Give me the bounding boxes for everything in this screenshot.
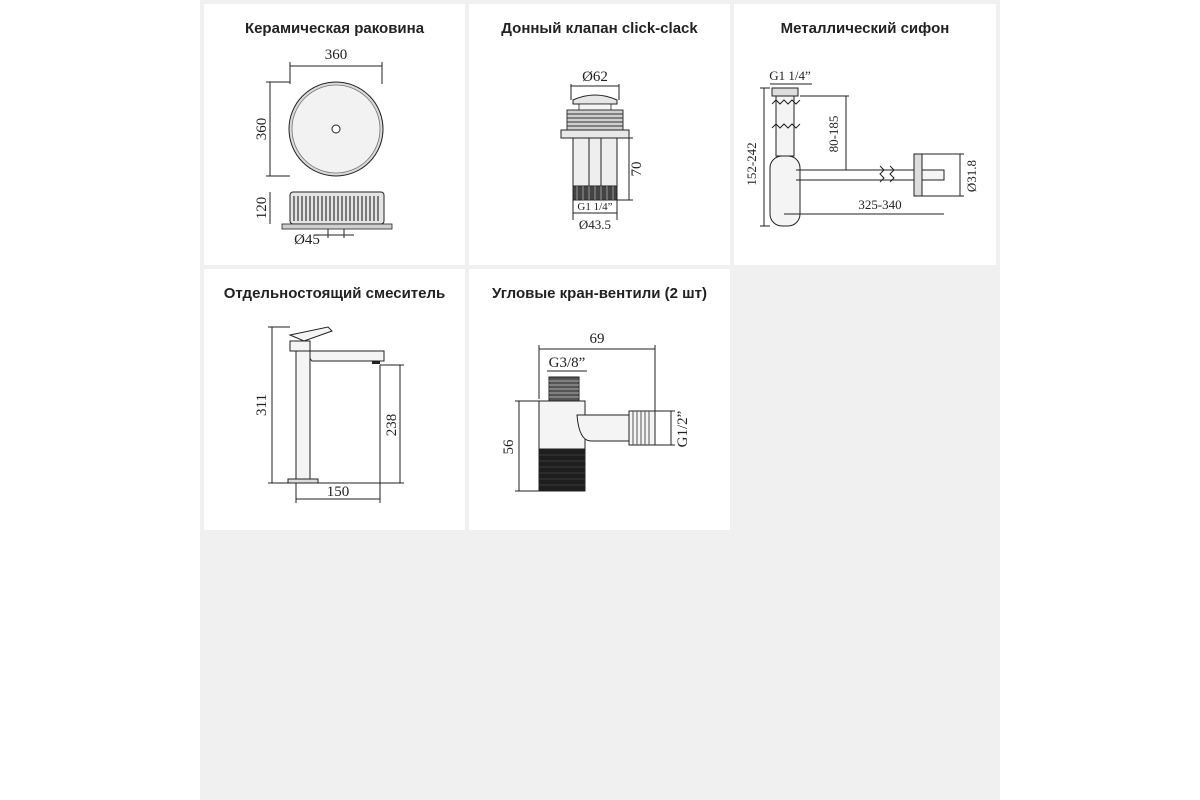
faucet-handle-base bbox=[289, 340, 311, 352]
dim-bottom-dia: Ø43.5 bbox=[579, 217, 611, 232]
dim-in-thread: G3/8” bbox=[549, 355, 586, 371]
dim-length: 69 bbox=[590, 331, 605, 347]
dim-length: 325-340 bbox=[858, 197, 901, 212]
dim-height: 360 bbox=[254, 118, 270, 141]
valve-cap bbox=[572, 94, 618, 105]
valve-body bbox=[538, 400, 586, 450]
dim-thread: G1 1/4” bbox=[769, 68, 811, 83]
inlet-nut bbox=[771, 87, 799, 97]
dim-width: 360 bbox=[325, 47, 348, 63]
dim-spout-height: 238 bbox=[384, 414, 400, 437]
dim-height: 311 bbox=[254, 394, 270, 416]
siphon-drawing: G1 1/4” 80-185 152-242 325-340 bbox=[744, 68, 979, 227]
dim-out-thread: G1/2” bbox=[675, 411, 691, 448]
break-mark bbox=[771, 99, 801, 105]
wall-flange bbox=[913, 153, 923, 197]
dim-height: 56 bbox=[501, 439, 517, 455]
outlet-pipe bbox=[796, 169, 914, 181]
dim-thread: G1 1/4” bbox=[577, 201, 612, 213]
faucet-lever bbox=[288, 326, 333, 342]
dim-pipe-dia: Ø31.8 bbox=[964, 160, 979, 192]
valve-body bbox=[572, 137, 618, 187]
bowl-base bbox=[281, 223, 393, 230]
card-faucet: Отдельностоящий смеситель 311 238 150 bbox=[204, 269, 465, 530]
card-angle-valves: Угловые кран-вентили (2 шт) 69 G3/8” bbox=[469, 269, 730, 530]
dim-total: 152-242 bbox=[744, 142, 759, 185]
dim-reach: 150 bbox=[327, 484, 350, 500]
faucet-base bbox=[287, 478, 319, 484]
valve-elbow bbox=[576, 414, 630, 442]
card-click-clack: Донный клапан click-clack Ø62 bbox=[469, 4, 730, 265]
break-mark bbox=[771, 123, 801, 129]
canvas: Керамическая раковина 360 360 120 bbox=[200, 0, 1000, 800]
knurl-pattern bbox=[539, 454, 585, 486]
top-thread bbox=[548, 376, 580, 402]
card-title: Отдельностоящий смеситель bbox=[223, 285, 446, 302]
valve-drawing: Ø62 bbox=[560, 69, 645, 232]
valve-thread bbox=[572, 185, 618, 201]
valve-flange bbox=[560, 129, 630, 139]
dim-offset: 80-185 bbox=[826, 116, 841, 153]
drain-hole bbox=[331, 124, 341, 134]
angle-valve-drawing: 69 G3/8” G1/2” bbox=[501, 331, 691, 492]
bottle-trap bbox=[769, 155, 801, 227]
dim-height: 70 bbox=[629, 162, 645, 177]
knurled-handle bbox=[538, 448, 586, 492]
card-title: Угловые кран-вентили (2 шт) bbox=[492, 285, 707, 302]
dim-depth: 120 bbox=[254, 197, 270, 220]
faucet-drawing: 311 238 150 bbox=[254, 326, 404, 503]
card-title: Керамическая раковина bbox=[244, 20, 425, 37]
dim-top-dia: Ø62 bbox=[582, 69, 608, 85]
card-title: Металлический сифон bbox=[780, 20, 950, 37]
sink-drawing: 360 360 120 bbox=[254, 47, 393, 248]
faucet-spout bbox=[302, 350, 385, 362]
card-ceramic-sink: Керамическая раковина 360 360 120 bbox=[204, 4, 465, 265]
break-mark bbox=[879, 165, 895, 183]
faucet-body bbox=[295, 350, 311, 480]
side-thread bbox=[628, 410, 656, 446]
aerator bbox=[372, 361, 380, 364]
bowl-ribs bbox=[293, 196, 379, 221]
card-title: Донный клапан click-clack bbox=[501, 20, 698, 37]
valve-collar bbox=[566, 109, 624, 131]
wall-stub bbox=[921, 169, 945, 181]
card-metal-siphon: Металлический сифон G1 1/4” 80-185 152-2… bbox=[734, 4, 996, 265]
valve-stem bbox=[578, 103, 612, 111]
dim-drain: Ø45 bbox=[294, 232, 320, 248]
